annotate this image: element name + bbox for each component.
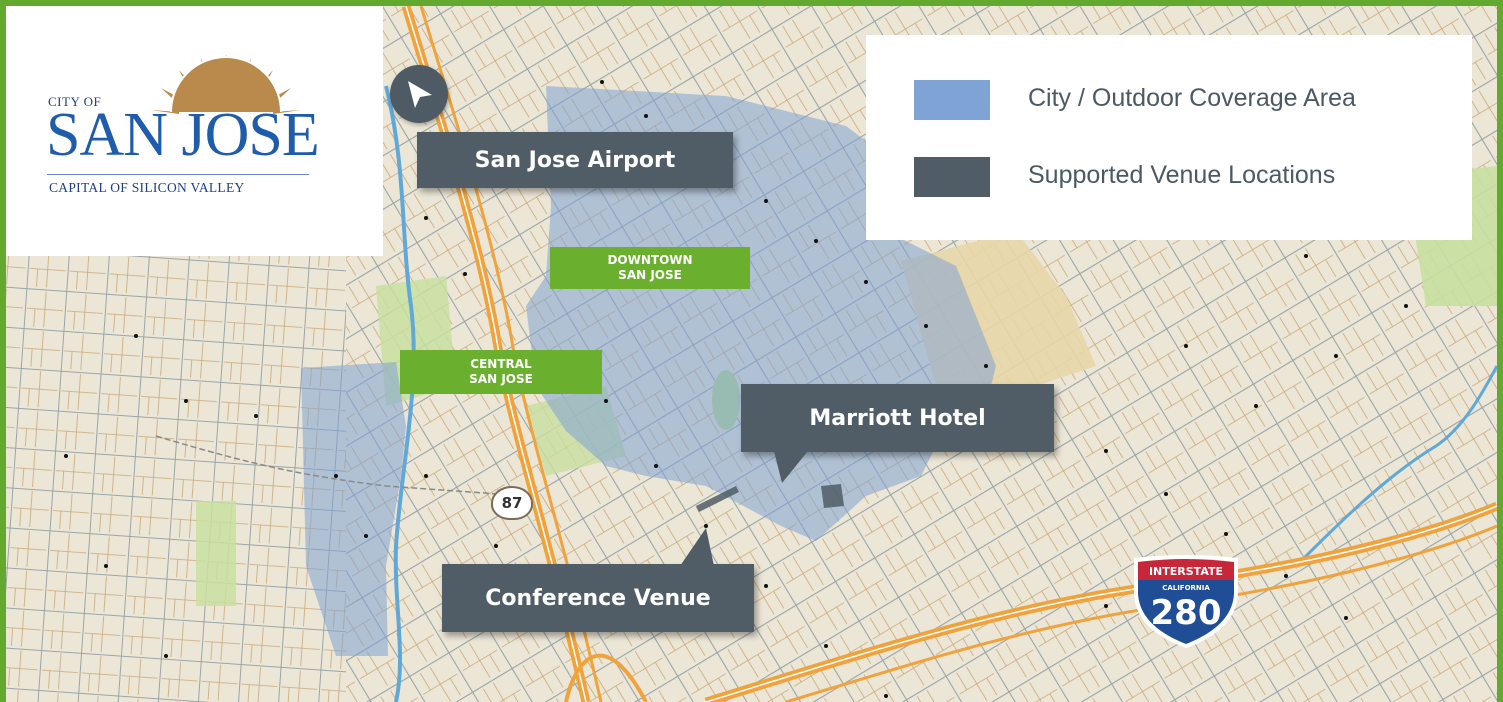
park-area xyxy=(196,501,236,606)
map-view[interactable]: CITY OF SAN JOSE CAPITAL OF SILICON VALL… xyxy=(6,6,1497,702)
interstate-header-text: INTERSTATE xyxy=(1149,565,1223,578)
legend-swatch-coverage xyxy=(914,80,990,120)
district-label-downtown[interactable]: DOWNTOWN SAN JOSE xyxy=(550,247,750,289)
legend-label-coverage: City / Outdoor Coverage Area xyxy=(1028,84,1356,112)
interstate-state-text: CALIFORNIA xyxy=(1162,584,1210,592)
coverage-area-central[interactable] xyxy=(301,362,406,656)
callout-marriott-hotel[interactable]: Marriott Hotel xyxy=(741,384,1054,452)
pointer-arrow-icon xyxy=(408,81,432,108)
north-arrow-icon[interactable] xyxy=(390,65,448,123)
district-downtown-line1: DOWNTOWN xyxy=(607,253,693,267)
district-central-line2: SAN JOSE xyxy=(469,372,533,386)
interstate-280-shield-icon: INTERSTATE CALIFORNIA 280 xyxy=(1134,555,1238,648)
logo-tagline: CAPITAL OF SILICON VALLEY xyxy=(49,180,245,195)
legend-swatch-venues xyxy=(914,157,990,197)
callout-conference-venue[interactable]: Conference Venue xyxy=(442,564,754,632)
legend: City / Outdoor Coverage Area Supported V… xyxy=(866,35,1472,240)
district-central-line1: CENTRAL xyxy=(470,357,532,371)
river xyxy=(384,85,416,702)
sun-emblem-icon xyxy=(151,54,301,114)
legend-label-venues: Supported Venue Locations xyxy=(1028,161,1336,189)
district-downtown-line2: SAN JOSE xyxy=(618,268,682,282)
logo-city-of: CITY OF xyxy=(48,94,102,109)
callout-pointer-marriott xyxy=(774,451,808,483)
logo-city-name: SAN JOSE xyxy=(46,101,320,169)
callout-pointer-conference xyxy=(680,528,714,566)
interstate-number-text: 280 xyxy=(1151,593,1222,633)
city-logo: CITY OF SAN JOSE CAPITAL OF SILICON VALL… xyxy=(6,6,383,256)
river xyxy=(1294,365,1497,568)
logo-divider xyxy=(47,174,309,175)
callout-san-jose-airport[interactable]: San Jose Airport xyxy=(417,132,733,188)
venue-footprint xyxy=(821,484,844,508)
rail-line xyxy=(155,435,527,497)
route-87-shield-icon: 87 xyxy=(491,486,533,520)
district-label-central[interactable]: CENTRAL SAN JOSE xyxy=(400,350,602,394)
venue-footprint xyxy=(696,486,739,512)
